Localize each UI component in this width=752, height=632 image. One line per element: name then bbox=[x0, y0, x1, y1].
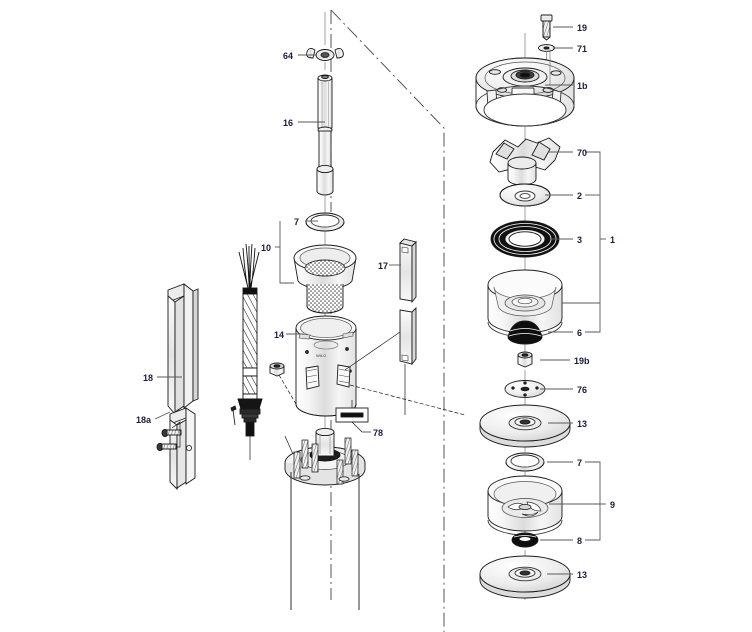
spacer-plate bbox=[504, 380, 546, 398]
strainer-o-ring bbox=[305, 212, 345, 232]
callout-1: 1 bbox=[610, 235, 615, 245]
callout-71: 71 bbox=[577, 44, 587, 54]
callout-16: 16 bbox=[283, 118, 293, 128]
diffuser-disc-upper bbox=[479, 404, 571, 448]
callout-76: 76 bbox=[577, 385, 587, 395]
name-plate bbox=[335, 407, 371, 433]
callout-13-lower: 13 bbox=[577, 570, 587, 580]
callout-78: 78 bbox=[373, 428, 383, 438]
o-ring-upper bbox=[505, 452, 545, 472]
seal-washer bbox=[511, 532, 539, 548]
callout-7-lower: 7 bbox=[577, 458, 582, 468]
callout-6: 6 bbox=[577, 328, 582, 338]
suction-riser-pipe bbox=[316, 74, 334, 196]
callout-19: 19 bbox=[577, 23, 587, 33]
callout-70: 70 bbox=[577, 148, 587, 158]
rubber-bellow bbox=[507, 320, 543, 345]
callout-13-upper: 13 bbox=[577, 419, 587, 429]
callout-64: 64 bbox=[283, 51, 293, 61]
cable-guard-rail-lower bbox=[169, 407, 196, 491]
coupling-claw bbox=[489, 137, 561, 186]
callout-7-upper: 7 bbox=[294, 217, 299, 227]
motor-body-cylinder bbox=[290, 472, 360, 610]
wing-nut bbox=[306, 47, 344, 61]
power-cable-assembly bbox=[230, 243, 263, 437]
washer bbox=[538, 44, 555, 52]
callout-2: 2 bbox=[577, 191, 582, 201]
motor-housing-upper bbox=[475, 57, 575, 127]
pump-outer-jacket: WILO bbox=[295, 315, 357, 417]
svg-text:WILO: WILO bbox=[316, 353, 326, 358]
callout-17: 17 bbox=[378, 261, 388, 271]
callout-8: 8 bbox=[577, 536, 582, 546]
callout-leaders bbox=[154, 26, 606, 575]
hex-head-screw bbox=[540, 14, 553, 41]
callout-14: 14 bbox=[274, 330, 284, 340]
callout-labels: 19 71 1b 70 2 3 1 6 19b 76 13 7 9 8 13 6… bbox=[136, 23, 615, 580]
guide-rail bbox=[399, 238, 417, 366]
seal-chamber-cup bbox=[487, 269, 563, 338]
callout-1b: 1b bbox=[577, 81, 588, 91]
impeller-stage bbox=[487, 475, 563, 536]
mechanical-seal bbox=[490, 220, 560, 258]
diffuser-disc-lower bbox=[479, 555, 571, 599]
motor-end-flange bbox=[284, 427, 366, 486]
lock-nut bbox=[517, 351, 533, 368]
callout-18a: 18a bbox=[136, 415, 152, 425]
cable-guard-rail bbox=[167, 283, 199, 416]
callout-19b: 19b bbox=[574, 356, 590, 366]
callout-18: 18 bbox=[143, 373, 153, 383]
callout-9: 9 bbox=[610, 500, 615, 510]
callout-3: 3 bbox=[577, 235, 582, 245]
jacket-fixing-nut bbox=[269, 362, 285, 377]
callout-10: 10 bbox=[261, 243, 271, 253]
cable-guard-screw bbox=[156, 428, 182, 452]
seal-ring-cover bbox=[499, 183, 551, 207]
suction-strainer bbox=[293, 244, 357, 314]
